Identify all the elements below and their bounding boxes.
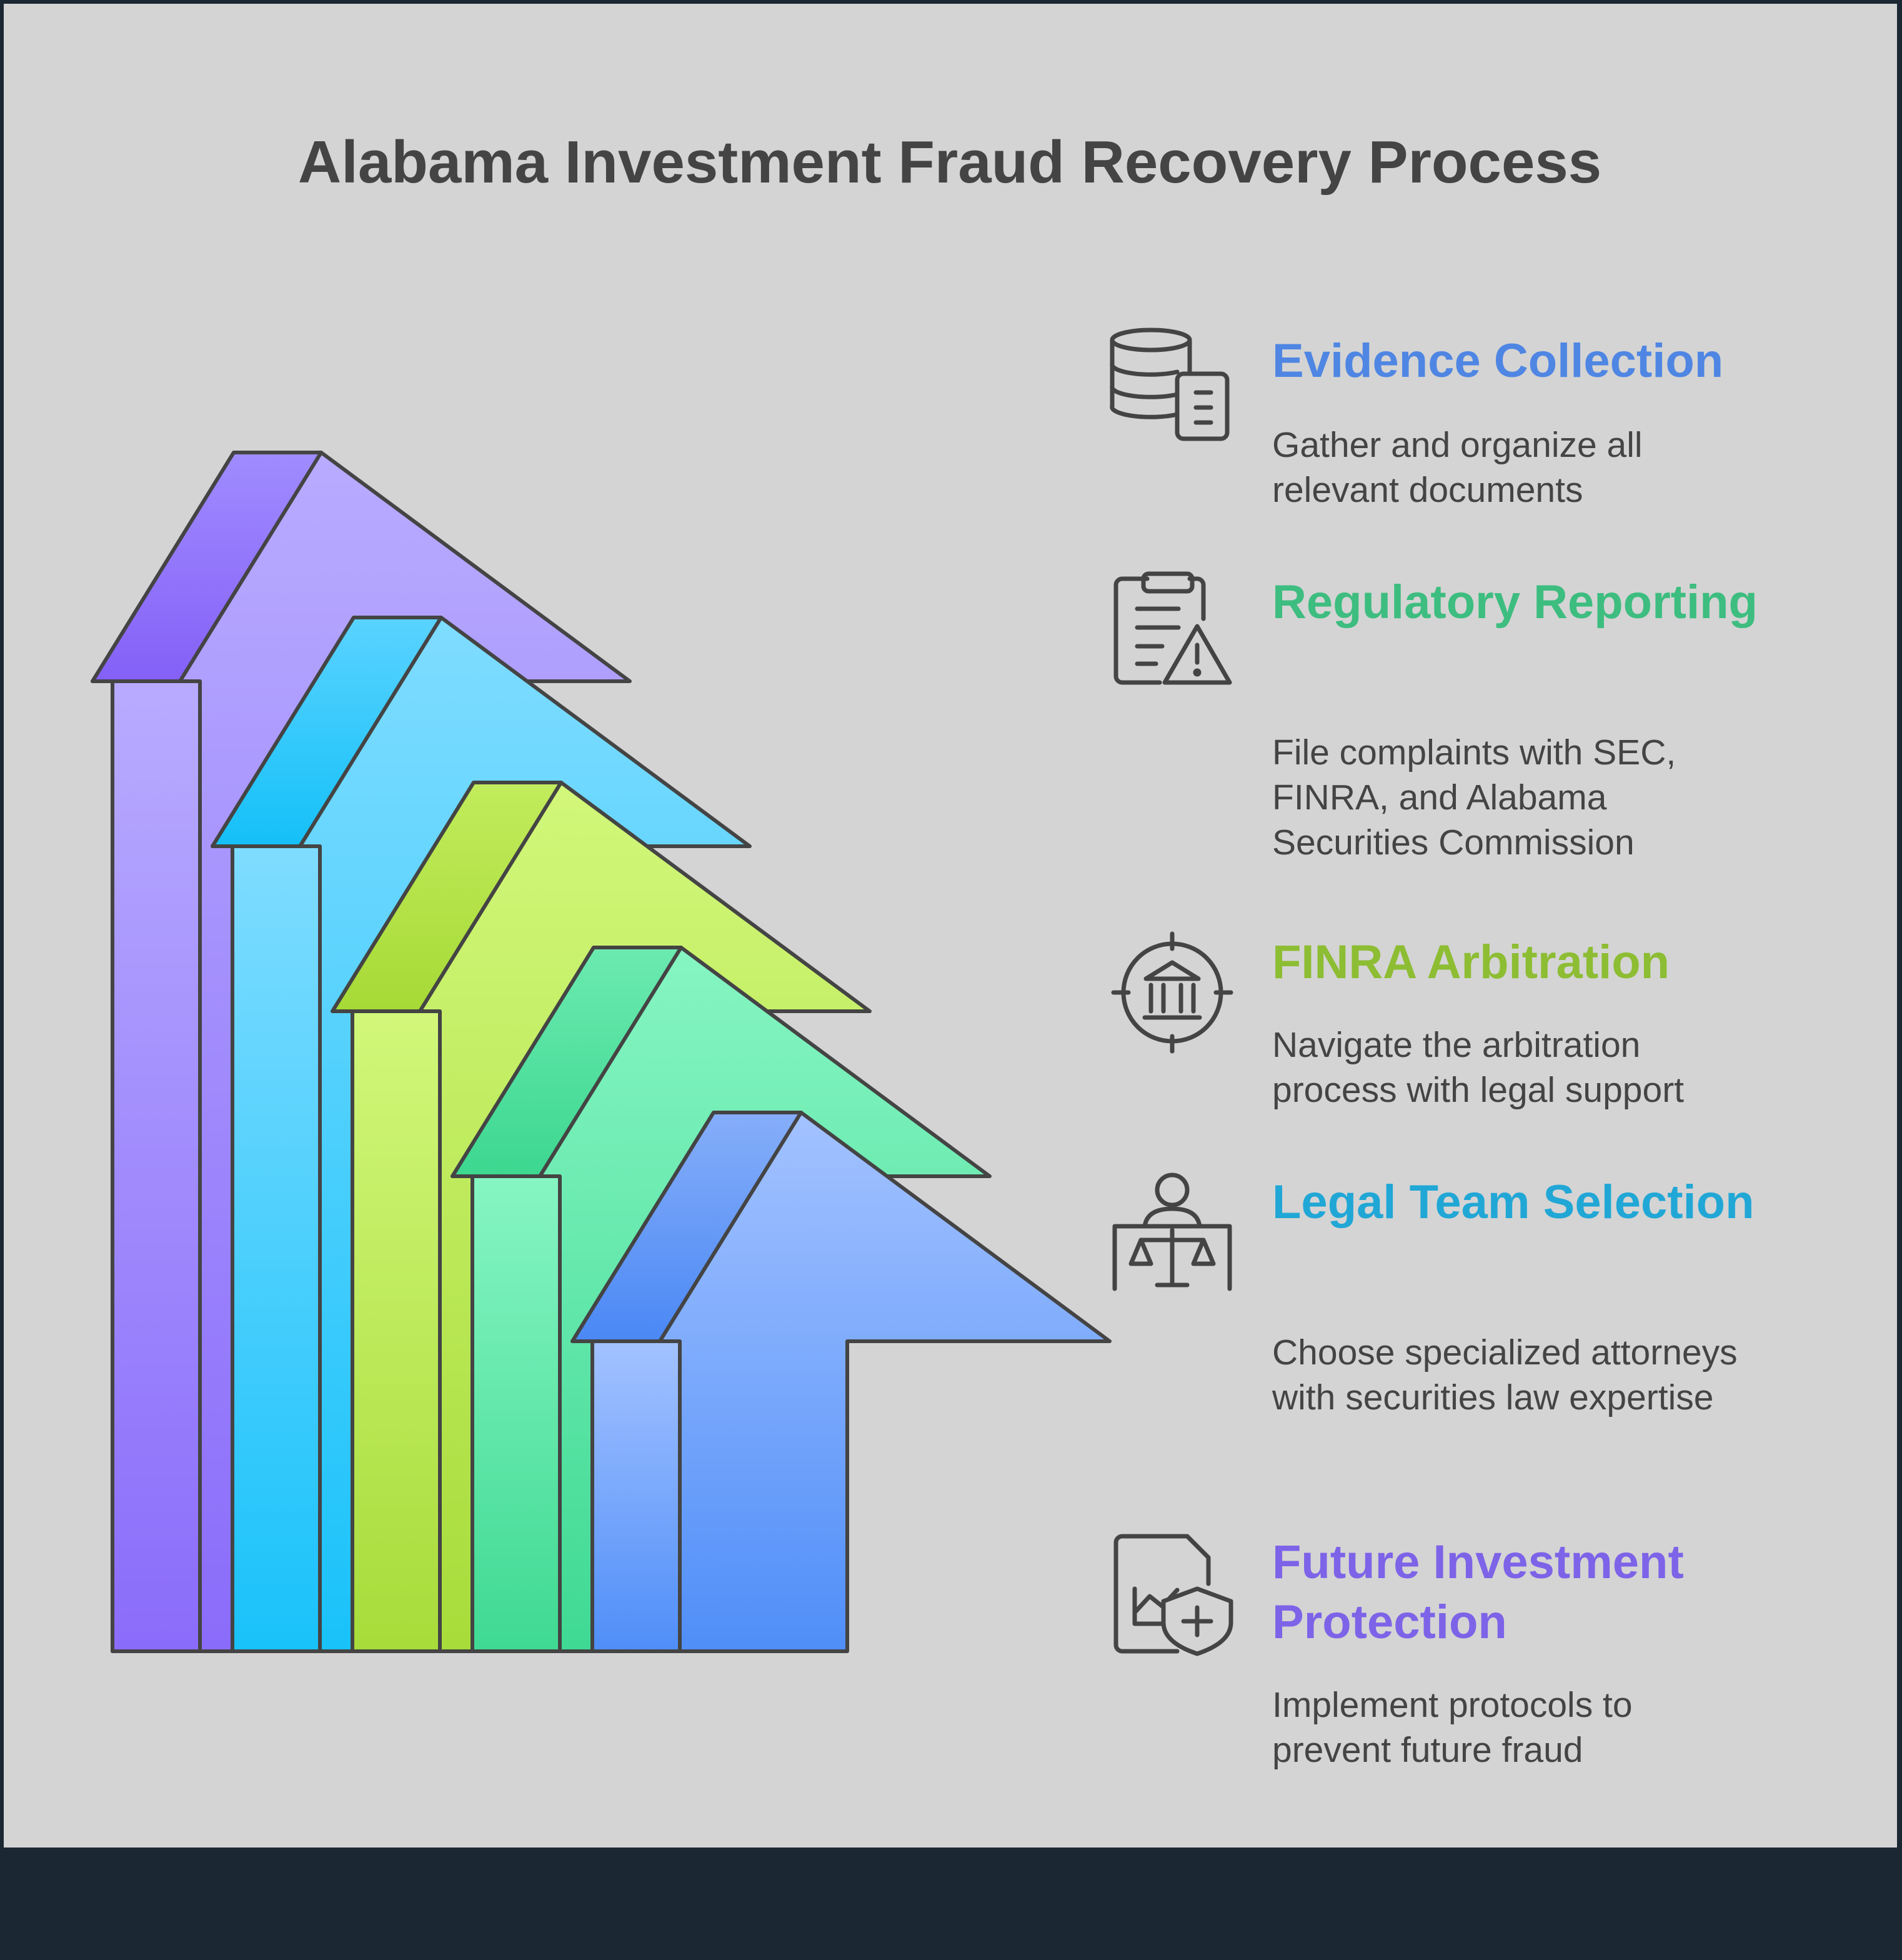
person-scales-icon xyxy=(1110,1170,1235,1295)
step-title-regulatory-reporting: Regulatory Reporting xyxy=(1272,576,1758,629)
step-title-legal-team-selection: Legal Team Selection xyxy=(1272,1176,1755,1229)
step-desc-evidence-collection: Gather and organize all relevant documen… xyxy=(1272,425,1643,510)
step-title-evidence-collection: Evidence Collection xyxy=(1272,334,1724,388)
database-document-icon xyxy=(1110,325,1235,450)
step-title-future-investment-protection: Future Investment Protection xyxy=(1272,1536,1684,1649)
clipboard-warning-icon xyxy=(1110,569,1235,694)
page-title: Alabama Investment Fraud Recovery Proces… xyxy=(297,129,1602,196)
arrow-future-investment-protection xyxy=(570,1111,1112,1653)
chart-shield-icon xyxy=(1110,1531,1235,1656)
step-desc-finra-arbitration: Navigate the arbitration process with le… xyxy=(1272,1025,1685,1110)
step-desc-regulatory-reporting: File complaints with SEC, FINRA, and Ala… xyxy=(1272,732,1676,862)
step-desc-legal-team-selection: Choose specialized attorneys with securi… xyxy=(1272,1332,1738,1418)
target-courthouse-icon xyxy=(1110,930,1235,1055)
step-desc-future-investment-protection: Implement protocols to prevent future fr… xyxy=(1272,1685,1633,1770)
step-title-finra-arbitration: FINRA Arbitration xyxy=(1272,936,1670,989)
